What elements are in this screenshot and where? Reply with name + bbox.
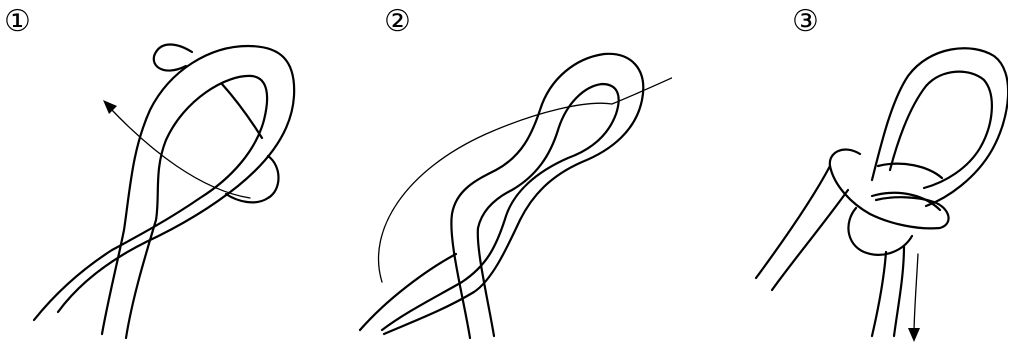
step-2-guide-loop <box>379 66 672 282</box>
step-1-outer-rope <box>58 46 294 334</box>
step-3-panel: ③ <box>672 0 1008 349</box>
step-2-panel: ② <box>336 0 672 349</box>
step-3-arrow-path <box>914 254 918 334</box>
step-1-lower-bump <box>226 156 279 202</box>
step-1-crossing-strand <box>222 84 262 138</box>
step-1-panel: ① <box>0 0 336 349</box>
step-1-knot-illustration <box>0 0 336 349</box>
step-3-arrow-head <box>908 328 920 342</box>
step-2-inner-rope <box>382 84 619 336</box>
step-1-arrow-head <box>103 100 117 114</box>
step-2-left-strand <box>360 254 456 330</box>
step-3-collar-top <box>878 164 942 178</box>
step-3-strand-down-2 <box>894 246 904 336</box>
step-3-wrap-outer <box>830 150 949 229</box>
step-2-outer-rope <box>384 54 643 338</box>
step-2-knot-illustration <box>336 0 672 349</box>
step-3-knot-illustration <box>672 0 1008 349</box>
step-3-strand-down-1 <box>872 252 886 336</box>
step-3-wrap-lower <box>848 208 912 255</box>
